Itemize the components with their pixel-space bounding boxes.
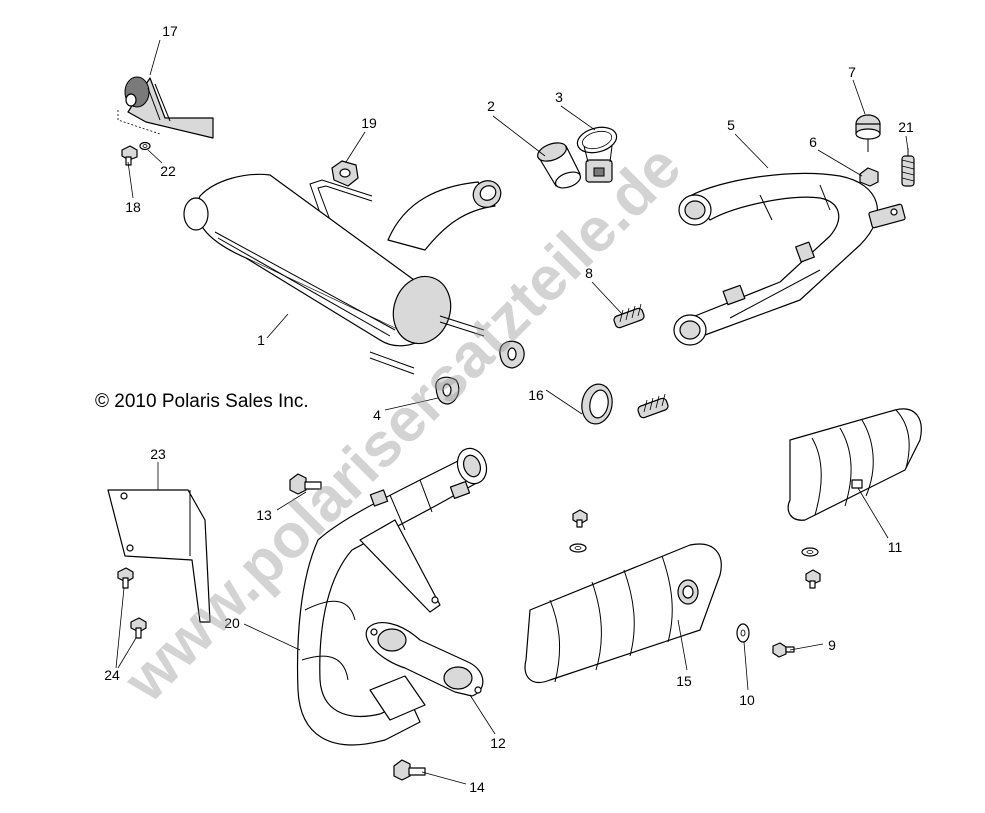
part-6-nut	[859, 167, 879, 187]
part-13-bolt	[289, 473, 322, 495]
part-12-gasket	[365, 622, 484, 697]
part-18-screw	[121, 145, 138, 166]
callout-20: 20	[224, 615, 240, 631]
callout-3: 3	[555, 89, 563, 105]
part-16-gasket	[581, 383, 613, 425]
screw	[572, 509, 588, 528]
part-14-bolt	[393, 759, 426, 781]
callout-17: 17	[162, 23, 178, 39]
callout-23: 23	[150, 446, 166, 462]
screw	[805, 569, 821, 589]
part-11-heat-shield	[787, 408, 922, 521]
part-4-grommet	[435, 376, 460, 405]
callout-9: 9	[828, 637, 836, 653]
callout-11: 11	[888, 539, 903, 555]
callout-22: 22	[160, 163, 176, 179]
callout-10: 10	[739, 692, 755, 708]
washer	[569, 543, 587, 553]
callout-2: 2	[487, 98, 495, 114]
callout-18: 18	[125, 199, 141, 215]
spring	[637, 393, 669, 419]
leader-lines	[115, 39, 909, 785]
part-22-washer	[139, 141, 151, 151]
copyright-notice: © 2010 Polaris Sales Inc.	[95, 391, 309, 412]
part-23-bracket	[107, 489, 211, 623]
part-19-nut	[331, 160, 359, 187]
callout-21: 21	[898, 119, 914, 135]
callout-16: 16	[528, 387, 544, 403]
part-7-bumper	[855, 114, 881, 152]
callout-19: 19	[361, 115, 377, 131]
callout-8: 8	[585, 265, 593, 281]
part-24-screws	[117, 567, 147, 639]
part-2-sleeve	[537, 142, 582, 189]
part-3-clamp	[576, 126, 618, 183]
callout-labels: 1 2 3 4 5 6 7 8 9 10 11 12 13 14 15 16 1…	[104, 23, 914, 795]
part-21-spring	[901, 148, 915, 187]
part-20-header	[296, 447, 488, 746]
washer	[801, 547, 819, 557]
callout-4: 4	[373, 407, 381, 423]
part-5-head-pipe	[673, 172, 906, 346]
callout-12: 12	[490, 735, 506, 751]
callout-14: 14	[469, 779, 485, 795]
callout-5: 5	[727, 117, 735, 133]
part-10-washer	[736, 623, 750, 643]
part-1-muffler	[183, 173, 502, 375]
grommet	[499, 340, 525, 369]
callout-15: 15	[676, 673, 692, 689]
part-8-spring	[613, 303, 645, 329]
part-15-heat-shield	[524, 543, 722, 683]
callout-24: 24	[104, 667, 120, 683]
callout-7: 7	[848, 64, 856, 80]
part-17-spark-arrestor	[117, 76, 214, 139]
callout-13: 13	[256, 507, 272, 523]
callout-1: 1	[257, 332, 265, 348]
callout-6: 6	[809, 134, 817, 150]
